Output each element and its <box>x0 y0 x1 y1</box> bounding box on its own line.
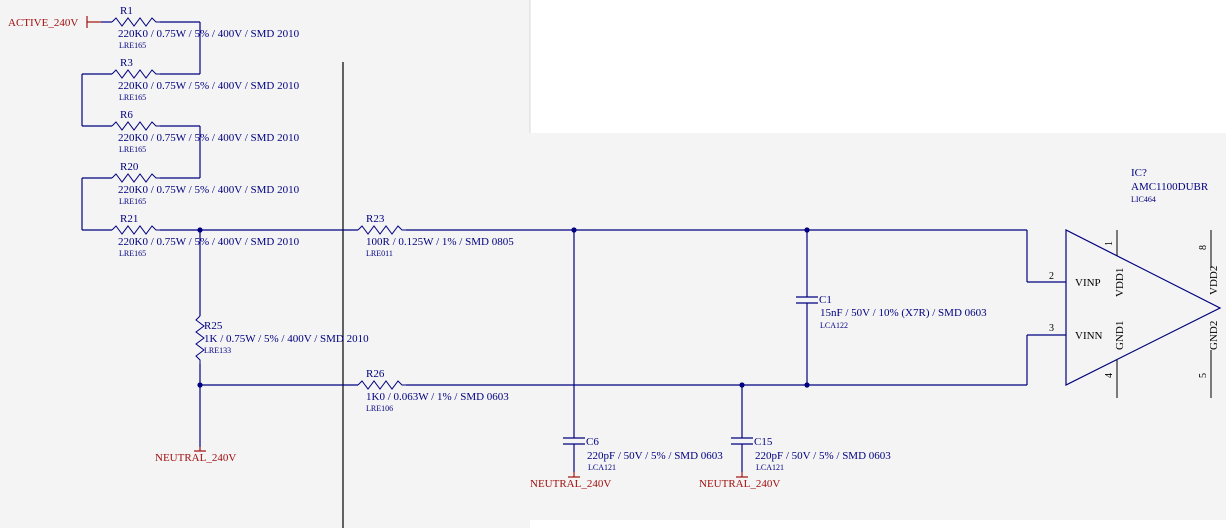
pin-vinp-name: VINP <box>1075 277 1101 289</box>
r1-part: LRE165 <box>119 41 146 50</box>
pin-gnd1-name: GND1 <box>1114 321 1126 350</box>
r1-ref: R1 <box>120 5 133 17</box>
r23-part: LRE011 <box>366 249 393 258</box>
r20-ref: R20 <box>120 161 139 173</box>
neutral-label-c6: NEUTRAL_240V <box>530 478 611 490</box>
r25-ref: R25 <box>204 320 223 332</box>
pin-2-number: 2 <box>1049 271 1054 282</box>
r21-value: 220K0 / 0.75W / 5% / 400V / SMD 2010 <box>118 236 300 248</box>
r26-ref: R26 <box>366 368 385 380</box>
r20-value: 220K0 / 0.75W / 5% / 400V / SMD 2010 <box>118 184 300 196</box>
capacitor-c1[interactable]: C1 15nF / 50V / 10% (X7R) / SMD 0603 LCA… <box>796 230 987 385</box>
resistor-r23[interactable]: R23 100R / 0.125W / 1% / SMD 0805 LRE011 <box>357 213 514 258</box>
capacitor-c15[interactable]: C15 220pF / 50V / 5% / SMD 0603 LCA121 <box>731 385 891 472</box>
ic-part: LIC464 <box>1131 195 1156 204</box>
pin-4-number: 4 <box>1104 373 1115 378</box>
vinp-net-wires <box>160 229 1066 283</box>
c6-part: LCA121 <box>588 463 616 472</box>
blank-sheet-strip <box>530 520 1226 528</box>
pin-vinn-name: VINN <box>1075 330 1103 342</box>
r23-ref: R23 <box>366 213 385 225</box>
blank-sheet-region <box>530 0 1226 133</box>
r21-part: LRE165 <box>119 249 146 258</box>
pin-vdd1-name: VDD1 <box>1114 268 1126 297</box>
r26-value: 1K0 / 0.063W / 1% / SMD 0603 <box>366 391 509 403</box>
pin-vdd2-name: VDD2 <box>1208 266 1220 295</box>
r3-value: 220K0 / 0.75W / 5% / 400V / SMD 2010 <box>118 80 300 92</box>
r6-ref: R6 <box>120 109 133 121</box>
r6-part: LRE165 <box>119 145 146 154</box>
pin-8-number: 8 <box>1198 245 1209 250</box>
c15-value: 220pF / 50V / 5% / SMD 0603 <box>755 450 891 462</box>
resistor-r6[interactable]: R6 220K0 / 0.75W / 5% / 400V / SMD 2010 … <box>111 109 300 154</box>
c15-ref: C15 <box>754 436 773 448</box>
resistor-r20[interactable]: R20 220K0 / 0.75W / 5% / 400V / SMD 2010… <box>111 161 300 206</box>
r1-value: 220K0 / 0.75W / 5% / 400V / SMD 2010 <box>118 28 300 40</box>
vinn-net-wires <box>199 334 1066 447</box>
resistor-r26[interactable]: R26 1K0 / 0.063W / 1% / SMD 0603 LRE106 <box>357 368 509 413</box>
resistor-r21[interactable]: R21 220K0 / 0.75W / 5% / 400V / SMD 2010… <box>111 213 300 258</box>
c6-value: 220pF / 50V / 5% / SMD 0603 <box>587 450 723 462</box>
c1-value: 15nF / 50V / 10% (X7R) / SMD 0603 <box>820 307 987 319</box>
neutral-port-c6[interactable]: NEUTRAL_240V <box>530 472 611 490</box>
ic-ref: IC? <box>1131 167 1147 179</box>
r6-value: 220K0 / 0.75W / 5% / 400V / SMD 2010 <box>118 132 300 144</box>
active-240v-port[interactable]: ACTIVE_240V <box>8 16 101 29</box>
neutral-label-c15: NEUTRAL_240V <box>699 478 780 490</box>
active-240v-label: ACTIVE_240V <box>8 17 78 29</box>
c1-part: LCA122 <box>820 321 848 330</box>
resistor-r3[interactable]: R3 220K0 / 0.75W / 5% / 400V / SMD 2010 … <box>111 57 300 102</box>
pin-gnd2-name: GND2 <box>1208 321 1220 350</box>
r3-ref: R3 <box>120 57 133 69</box>
pin-1-number: 1 <box>1104 241 1115 246</box>
ladder-wires <box>81 21 201 231</box>
ic-name: AMC1100DUBR <box>1131 181 1209 193</box>
neutral-port-r25[interactable]: NEUTRAL_240V <box>155 447 236 464</box>
resistor-r25[interactable]: R25 1K / 0.75W / 5% / 400V / SMD 2010 LR… <box>195 230 369 385</box>
r21-ref: R21 <box>120 213 138 225</box>
r25-part: LRE133 <box>204 346 231 355</box>
r25-value: 1K / 0.75W / 5% / 400V / SMD 2010 <box>204 333 369 345</box>
c1-ref: C1 <box>819 294 832 306</box>
pin-3-number: 3 <box>1049 323 1054 334</box>
r23-value: 100R / 0.125W / 1% / SMD 0805 <box>366 236 514 248</box>
junction-dots <box>197 227 810 388</box>
r3-part: LRE165 <box>119 93 146 102</box>
neutral-port-c15[interactable]: NEUTRAL_240V <box>699 472 780 490</box>
capacitor-c6[interactable]: C6 220pF / 50V / 5% / SMD 0603 LCA121 <box>563 230 723 472</box>
c15-part: LCA121 <box>756 463 784 472</box>
r20-part: LRE165 <box>119 197 146 206</box>
c6-ref: C6 <box>586 436 599 448</box>
ic-amc1100[interactable]: IC? AMC1100DUBR LIC464 2 3 1 4 8 5 VINP … <box>1049 167 1222 398</box>
r26-part: LRE106 <box>366 404 393 413</box>
resistor-r1[interactable]: R1 220K0 / 0.75W / 5% / 400V / SMD 2010 … <box>111 5 300 50</box>
ic-body <box>1065 229 1222 386</box>
neutral-label-r25: NEUTRAL_240V <box>155 452 236 464</box>
pin-5-number: 5 <box>1198 373 1209 378</box>
